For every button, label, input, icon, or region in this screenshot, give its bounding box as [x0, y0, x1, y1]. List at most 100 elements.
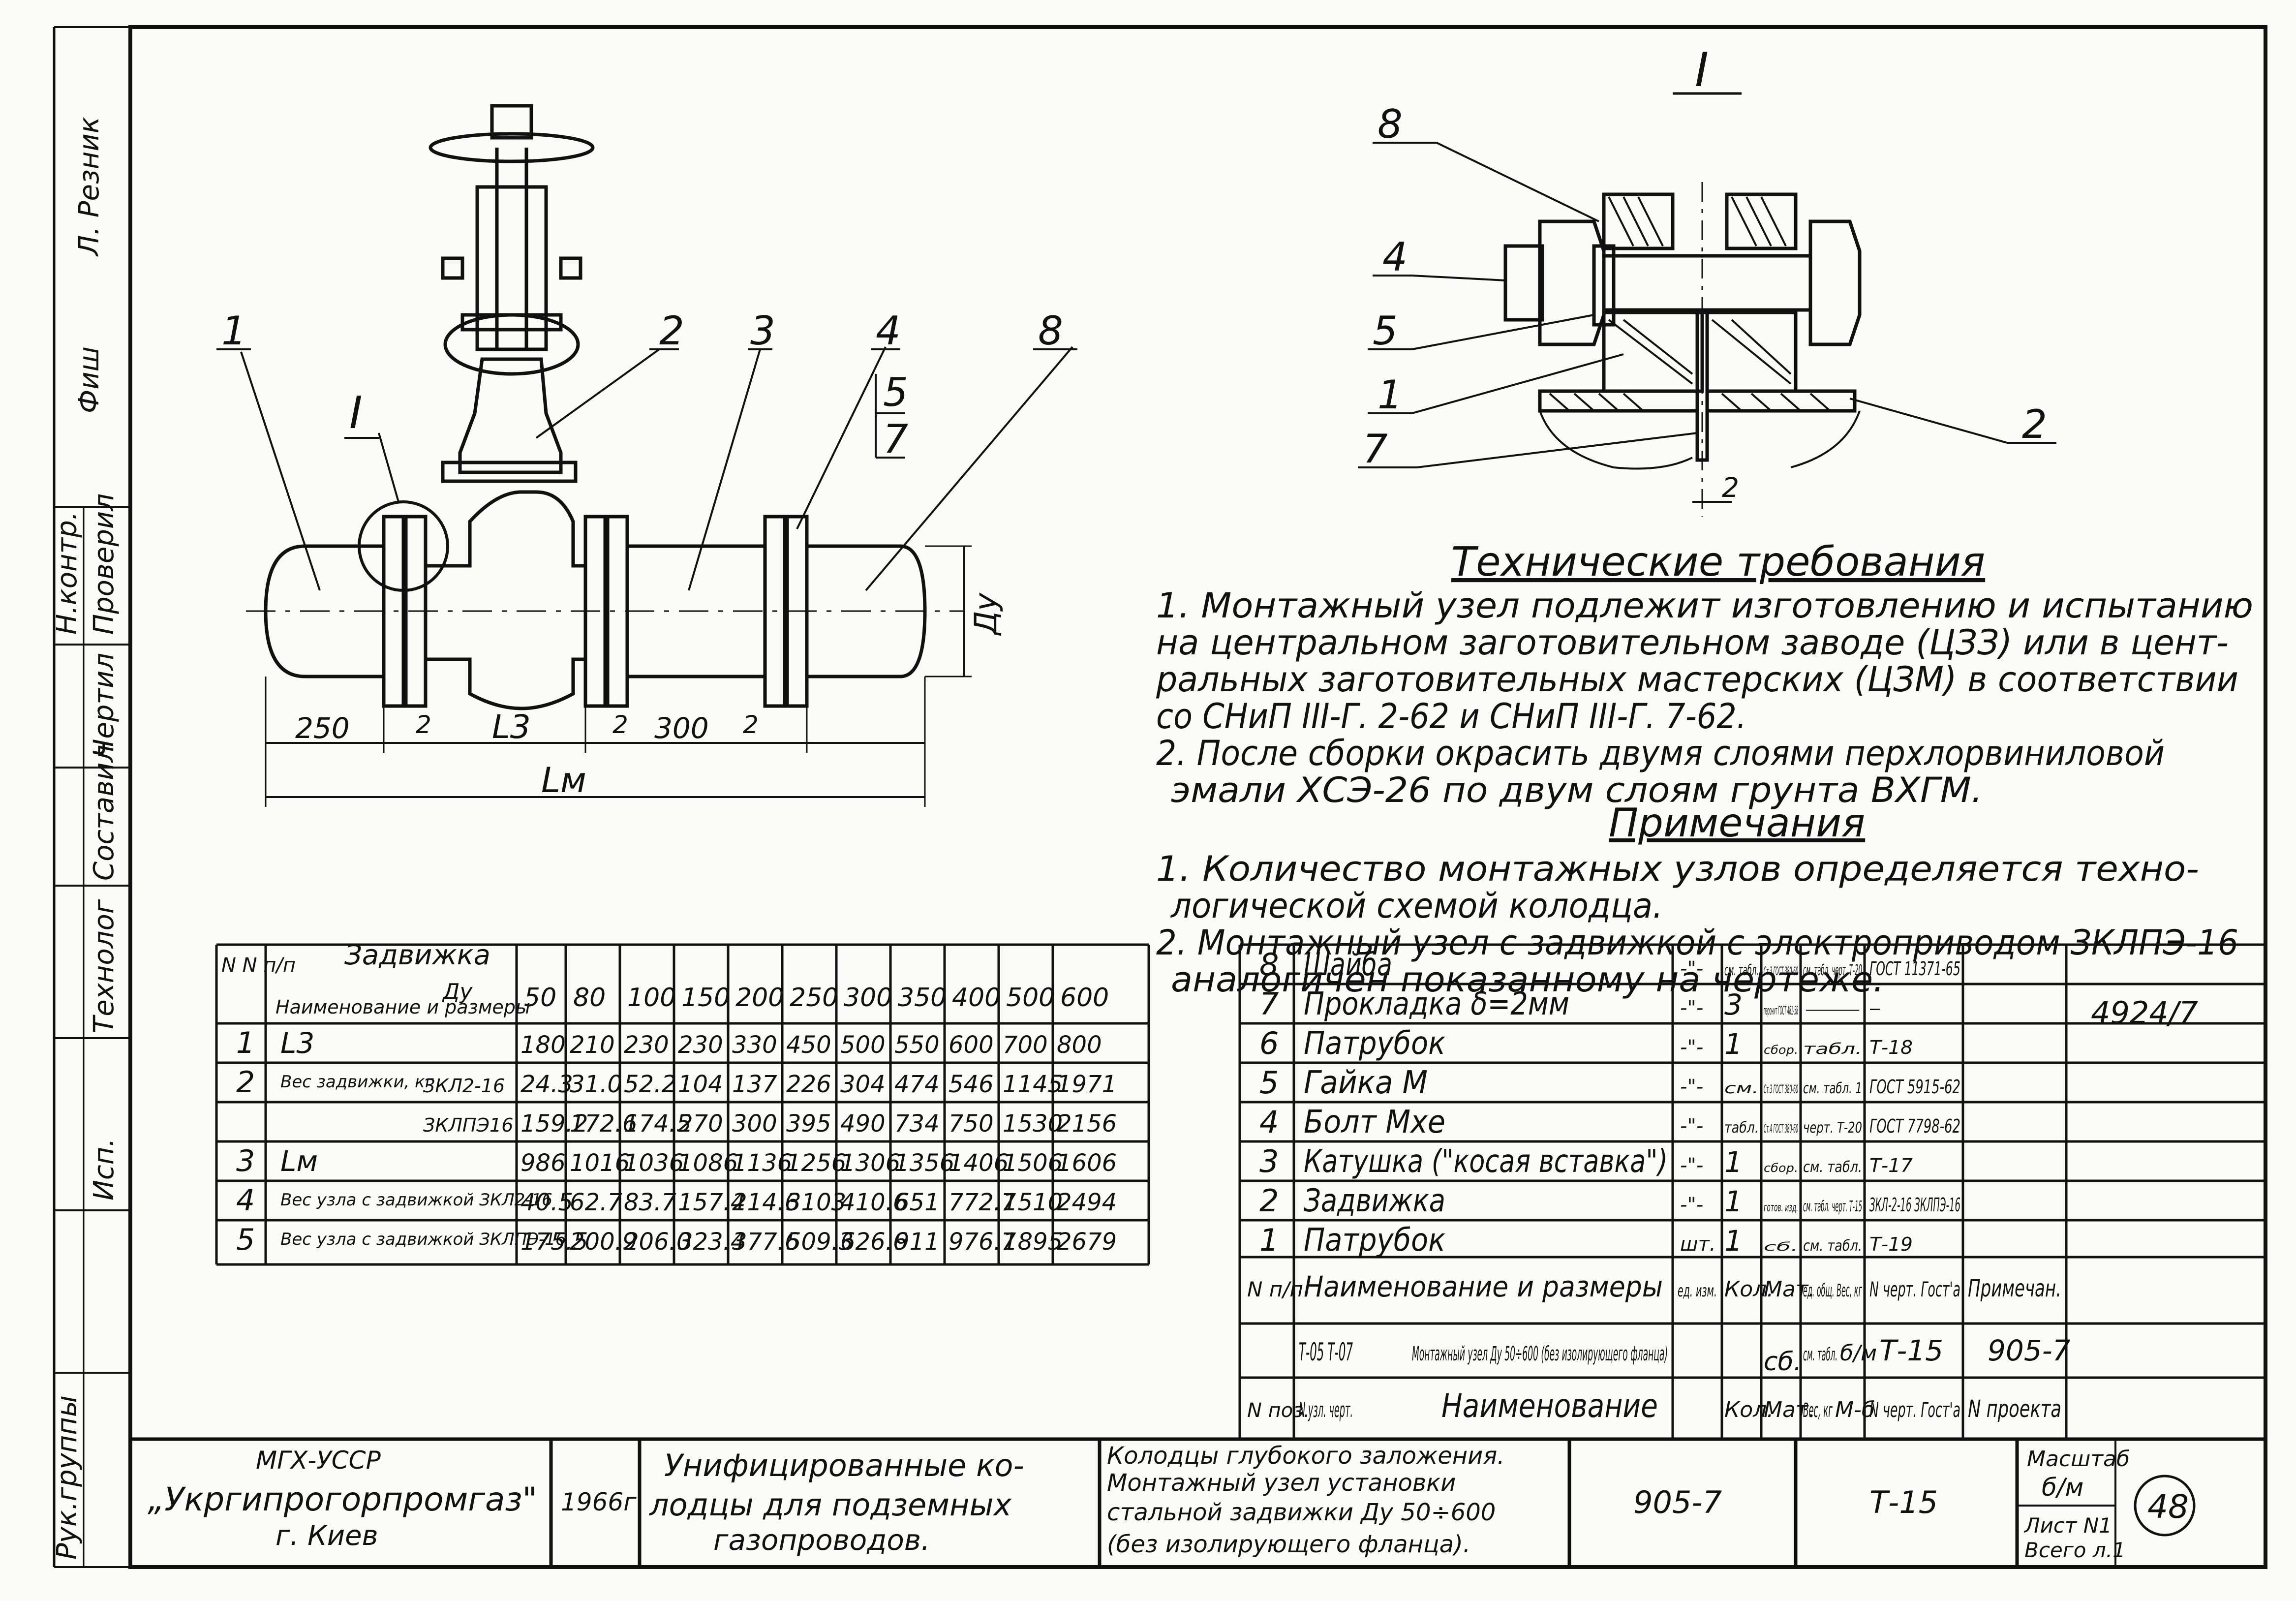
spec-row-qty: см. [1724, 1080, 1759, 1097]
spec-row-mat: Ст.3 ГОСТ 380-60 [1764, 964, 1798, 978]
spec-row-n: 2 [1259, 1183, 1279, 1219]
spec-row-n: 8 [1259, 947, 1279, 983]
spec-footer-weight: Вес, кг [1803, 1399, 1833, 1422]
detail-callout-5: 5 [1373, 308, 1398, 354]
spec-header-name: Наименование и размеры [1304, 1270, 1663, 1303]
size-table-cell: 750 [949, 1110, 994, 1138]
dim-300: 300 [654, 711, 709, 745]
size-table-cell: 174.5 [624, 1110, 691, 1138]
detail-callout-2: 2 [2022, 401, 2047, 447]
dim-lm: Lм [541, 760, 586, 800]
size-table-cell: 180 [520, 1031, 566, 1059]
size-table-cell: 546 [949, 1071, 994, 1098]
size-table-du: 80 [573, 983, 606, 1013]
size-table-cell: 550 [894, 1031, 940, 1059]
spec-row-weight: черт. Т-20 [1803, 1119, 1862, 1137]
size-table-du: 300 [844, 983, 892, 1013]
tech-req-line: эмали ХСЭ-26 по двум слоям грунта ВХГМ. [1171, 770, 1983, 810]
spec-row-mat: сбор. [1764, 1161, 1798, 1175]
size-table-cell: 1406 [949, 1149, 1009, 1177]
size-table-header-left: Наименование и размеры [276, 996, 530, 1018]
spec-row-name: Патрубок [1304, 1025, 1445, 1062]
spec-row-weight: см. табл. черт. Т-15 [1803, 1198, 1862, 1215]
callout-8: 8 [1038, 308, 1063, 354]
detail-gap-label: 2 [1722, 472, 1739, 503]
note-line: 1. Количество монтажных узлов определяет… [1156, 849, 2199, 889]
size-table-cell: 172.6 [570, 1110, 637, 1138]
spec-footer-name: Наименование [1441, 1387, 1658, 1425]
spec-header-mat: Мат. [1764, 1277, 1815, 1302]
spec-footer-scale: М-б [1835, 1397, 1875, 1422]
size-table-row-n: 3 [236, 1144, 255, 1178]
spec-row-unit: -"- [1680, 1036, 1703, 1059]
drawing-desc: Колодцы глубокого заложения. [1107, 1442, 1504, 1470]
spec-row-weight: см. табл. [1803, 1159, 1862, 1176]
spec-header-gost: N черт. Гост'а [1869, 1277, 1960, 1301]
tech-req-line: 1. Монтажный узел подлежит изготовлению … [1156, 585, 2253, 626]
size-table-cell: 734 [894, 1110, 940, 1138]
size-table-cell: 474 [894, 1071, 940, 1098]
size-table-du: 350 [898, 983, 947, 1013]
size-table-cell: 206.0 [624, 1228, 691, 1256]
signature-text: Фиш [73, 346, 105, 413]
side-stamp: Л. Резник Фиш Н.контр. Проверил Чертил С… [51, 117, 120, 1560]
callout-3: 3 [750, 308, 775, 354]
spec-row-name: Катушка ("косая вставка") [1304, 1143, 1668, 1180]
sheet-number: Лист N1 [2023, 1513, 2112, 1538]
size-table-row-sub: ЗКЛ2-16 [423, 1075, 505, 1097]
size-table-du: 50 [524, 983, 556, 1013]
size-table-cell: 62.7 [570, 1189, 622, 1216]
size-table-cell: 230 [624, 1031, 669, 1059]
size-table-cell: 450 [786, 1031, 831, 1059]
detail-mark: I [349, 387, 363, 439]
size-table-cell: 24.3 [520, 1071, 573, 1098]
spec-header-note: Примечан. [1968, 1275, 2061, 1302]
detail-view-labels: I 8 4 5 1 7 2 2 [1363, 43, 2047, 503]
spec-row-mat: сб. [1764, 1240, 1798, 1254]
side-row-label: Н.контр. [51, 511, 83, 635]
size-table-cell: 2494 [1057, 1189, 1117, 1216]
size-table-cell: 800 [1057, 1031, 1102, 1059]
spec-row-n: 1 [1259, 1222, 1279, 1258]
size-table-du: 600 [1060, 983, 1109, 1013]
size-table-cell: 509.3 [786, 1228, 854, 1256]
spec-row-name: Гайка М [1304, 1065, 1428, 1101]
size-table-du: 200 [735, 983, 784, 1013]
spec-row-gost: — [1869, 997, 1880, 1019]
size-table-cell: 1971 [1057, 1071, 1117, 1098]
assembly-scale: б/м [1840, 1341, 1877, 1366]
size-table-cell: 1036 [624, 1149, 684, 1177]
size-table-row-label: Вес узла с задвижкой ЗКЛПЭ-16 [280, 1230, 566, 1249]
size-table-cell: 330 [732, 1031, 777, 1059]
size-table-cell: 31.0 [570, 1071, 622, 1098]
size-table-cell: 986 [520, 1149, 566, 1177]
size-table-cell: 2156 [1057, 1110, 1117, 1138]
spec-row-name: Прокладка δ=2мм [1304, 986, 1569, 1022]
spec-row-gost: ГОСТ 7798-62 [1869, 1115, 1960, 1137]
spec-row-mat: паронит ГОСТ 481-58 [1764, 1004, 1798, 1017]
detail-callout-1: 1 [1378, 372, 1403, 418]
spec-row-qty: 1 [1724, 1145, 1743, 1179]
year: 1966г. [561, 1488, 644, 1516]
size-table-cell: 600 [949, 1031, 994, 1059]
size-table-header-top: Задвижка [344, 939, 490, 971]
spec-row-mat: Ст.4 ГОСТ 380-60 [1764, 1122, 1798, 1136]
size-table-cell: 210 [570, 1031, 615, 1059]
notes: Примечания 1. Количество монтажных узлов… [1156, 800, 2238, 1031]
size-table-cell: 226 [786, 1071, 831, 1098]
size-table-row-n: 2 [236, 1065, 255, 1100]
assembly-gost: Т-15 [1879, 1334, 1943, 1367]
size-table-cell: 1895 [1003, 1228, 1063, 1256]
spec-row-weight: см. табл. 1 [1803, 1080, 1862, 1097]
side-row-label: Исп. [88, 1138, 120, 1201]
spec-row-gost: Т-17 [1869, 1155, 1913, 1176]
size-table-cell: 270 [678, 1110, 723, 1138]
size-table-cell: 159.2 [520, 1110, 588, 1138]
callout-4: 4 [876, 308, 901, 354]
size-table-cell: 157.4 [678, 1189, 745, 1216]
note-line: 2. Монтажный узел с задвижкой с электроп… [1156, 923, 2238, 963]
sheet-code: Т-15 [1869, 1484, 1938, 1520]
spec-row-unit: -"- [1680, 957, 1703, 980]
